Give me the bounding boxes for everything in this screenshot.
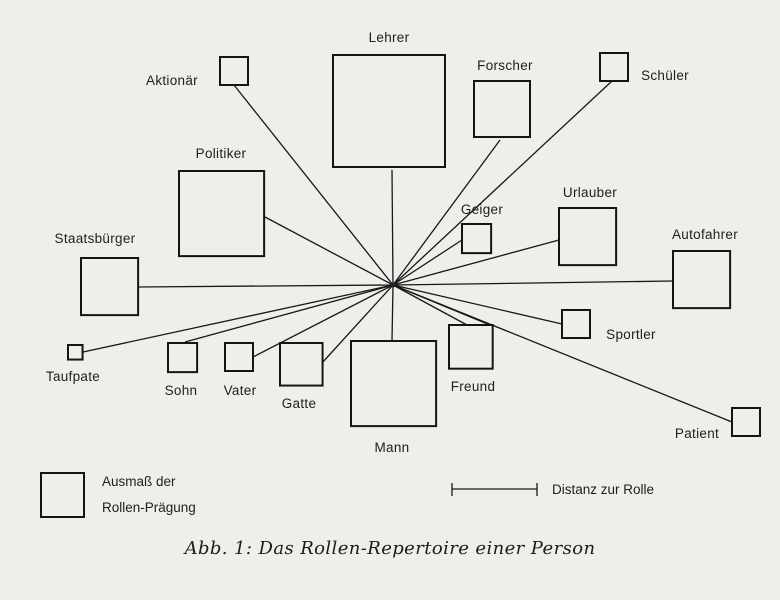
- role-box-sportler: [561, 309, 591, 339]
- role-label-vater: Vater: [224, 383, 257, 398]
- role-box-freund: [448, 324, 494, 370]
- role-node-aktionaer: Aktionär: [146, 56, 249, 88]
- role-node-freund: Freund: [448, 324, 496, 394]
- role-box-politiker: [178, 170, 266, 258]
- role-label-staatsbuerger: Staatsbürger: [55, 231, 136, 246]
- role-label-schueler: Schüler: [641, 68, 689, 83]
- role-box-aktionaer: [219, 56, 249, 86]
- legend-size-label-line1: Ausmaß der: [102, 474, 176, 489]
- role-box-mann: [350, 340, 438, 428]
- role-node-urlauber: Urlauber: [558, 185, 618, 267]
- legend-distance-bar: [451, 483, 538, 496]
- role-label-aktionaer: Aktionär: [146, 73, 198, 88]
- role-node-politiker: Politiker: [178, 146, 266, 258]
- edge-staatsbuerger: [137, 284, 394, 288]
- edge-lehrer: [391, 169, 394, 286]
- edge-autofahrer: [392, 280, 674, 286]
- role-node-patient: Patient: [675, 407, 761, 441]
- edge-sohn: [184, 284, 394, 343]
- legend-size-label-line2: Rollen-Prägung: [102, 500, 196, 515]
- role-label-autofahrer: Autofahrer: [672, 227, 738, 242]
- role-node-geiger: Geiger: [461, 202, 504, 255]
- edge-politiker: [264, 216, 394, 286]
- role-label-patient: Patient: [675, 426, 719, 441]
- role-box-lehrer: [332, 54, 446, 168]
- role-box-gatte: [279, 342, 324, 387]
- role-label-freund: Freund: [451, 379, 496, 394]
- edges-layer: [82, 80, 733, 423]
- role-box-patient: [731, 407, 761, 437]
- role-label-urlauber: Urlauber: [563, 185, 617, 200]
- role-node-sohn: Sohn: [165, 342, 199, 398]
- role-node-forscher: Forscher: [473, 58, 533, 138]
- edge-schueler: [392, 80, 613, 286]
- role-node-vater: Vater: [224, 342, 257, 398]
- role-node-mann: Mann: [350, 340, 438, 455]
- figure-caption: Abb. 1: Das Rollen-Repertoire einer Pers…: [184, 538, 596, 559]
- edge-sportler: [392, 284, 563, 325]
- edge-taufpate: [82, 284, 394, 353]
- role-box-forscher: [473, 80, 531, 138]
- edge-patient: [392, 284, 733, 423]
- role-box-taufpate: [67, 344, 84, 361]
- role-box-staatsbuerger: [80, 257, 140, 317]
- role-label-politiker: Politiker: [196, 146, 247, 161]
- role-box-sohn: [167, 342, 199, 374]
- legend-distance-label: Distanz zur Rolle: [552, 482, 655, 497]
- role-box-vater: [224, 342, 254, 372]
- role-label-sportler: Sportler: [606, 327, 656, 342]
- role-box-autofahrer: [672, 250, 732, 310]
- edge-vater: [252, 284, 394, 358]
- role-label-lehrer: Lehrer: [369, 30, 410, 45]
- role-node-autofahrer: Autofahrer: [672, 227, 738, 310]
- role-label-mann: Mann: [375, 440, 410, 455]
- role-box-urlauber: [558, 207, 618, 267]
- edge-urlauber: [392, 239, 560, 286]
- edge-aktionaer: [233, 84, 394, 286]
- role-box-schueler: [599, 52, 629, 82]
- edge-freund-1: [392, 284, 468, 326]
- role-node-taufpate: Taufpate: [46, 344, 100, 384]
- edge-geiger: [392, 239, 463, 286]
- role-box-geiger: [461, 223, 493, 255]
- edge-forscher: [392, 139, 501, 286]
- role-node-schueler: Schüler: [599, 52, 689, 83]
- role-label-gatte: Gatte: [282, 396, 317, 411]
- edge-mann: [391, 284, 394, 342]
- role-label-geiger: Geiger: [461, 202, 504, 217]
- center-person-node: [390, 282, 396, 288]
- role-node-sportler: Sportler: [561, 309, 656, 342]
- role-label-sohn: Sohn: [165, 383, 198, 398]
- role-node-gatte: Gatte: [279, 342, 324, 411]
- edge-gatte: [321, 284, 394, 364]
- role-label-taufpate: Taufpate: [46, 369, 100, 384]
- role-node-lehrer: Lehrer: [332, 30, 446, 168]
- legend-size-box: [40, 472, 85, 518]
- role-node-staatsbuerger: Staatsbürger: [55, 231, 140, 317]
- role-label-forscher: Forscher: [477, 58, 533, 73]
